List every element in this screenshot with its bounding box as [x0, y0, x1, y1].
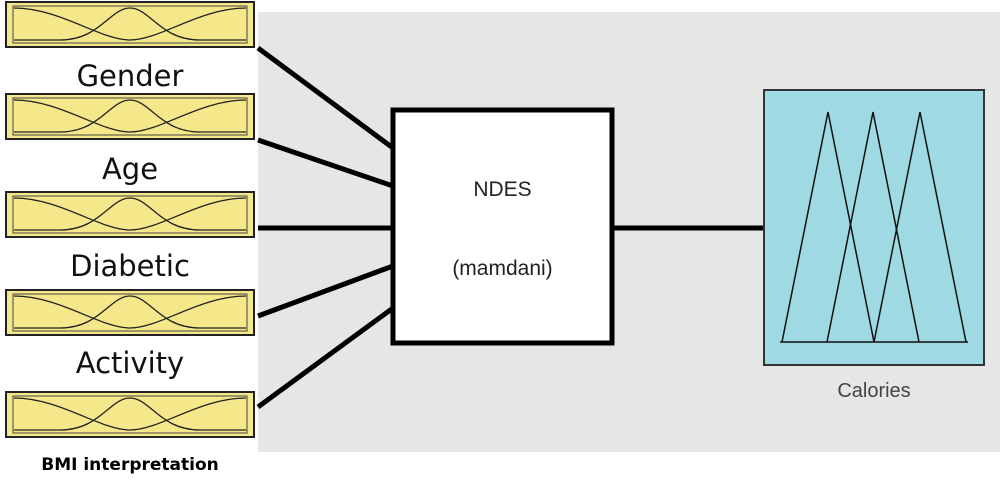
input-box-4: [5, 289, 255, 336]
system-box: [390, 107, 615, 346]
input-box-1: [5, 1, 255, 48]
connector-input-5: [256, 305, 395, 410]
connector-input-2: [257, 137, 394, 189]
system-name: NDES: [473, 178, 532, 201]
connector-input-4: [257, 263, 394, 319]
system-type: (mamdani): [452, 257, 553, 280]
input-box-3: [5, 191, 255, 238]
input-label-bmi-interpretation: BMI interpretation: [41, 455, 219, 475]
input-label-age: Age: [101, 152, 159, 186]
connector-input-1: [256, 45, 395, 151]
input-label-activity: Activity: [75, 346, 185, 380]
input-label-diabetic: Diabetic: [70, 249, 190, 283]
input-box-5: [5, 391, 255, 438]
output-label-calories: Calories: [837, 380, 911, 402]
input-box-2: [5, 93, 255, 140]
output-box: [763, 89, 985, 366]
input-label-gender: Gender: [76, 59, 184, 93]
